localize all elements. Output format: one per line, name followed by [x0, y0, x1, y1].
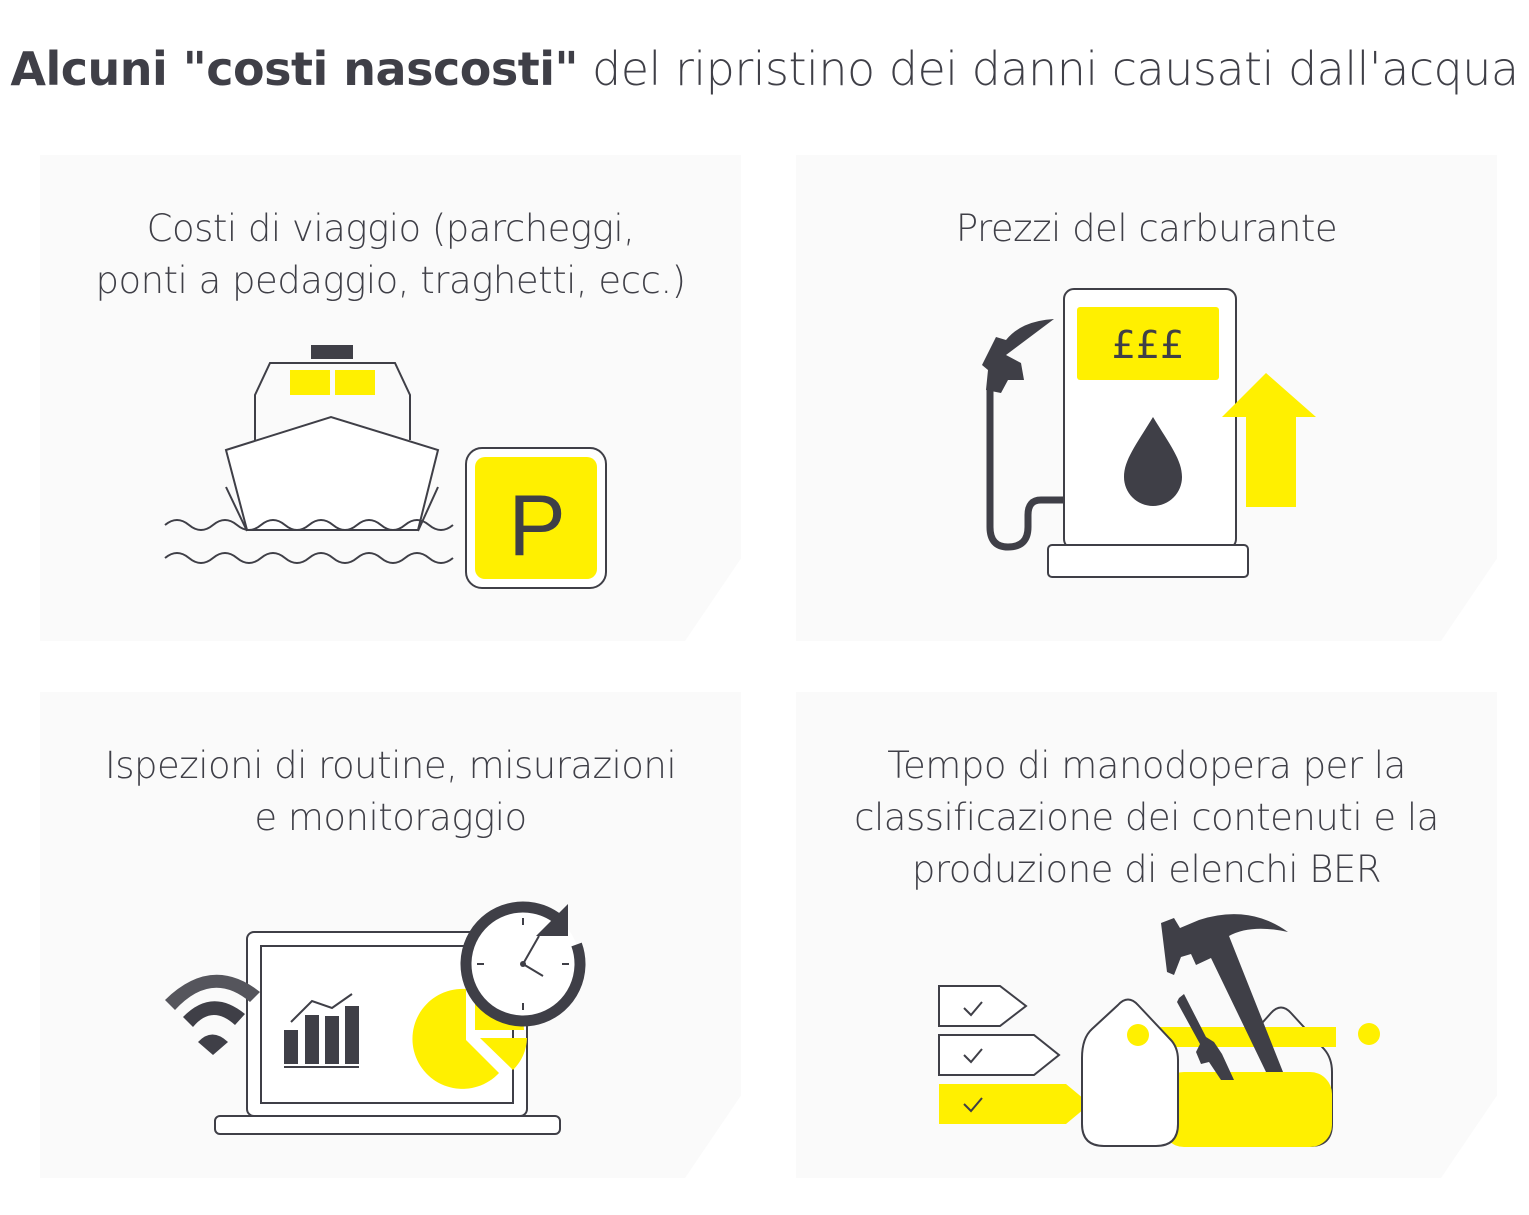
fuel-pump-icon: £££	[982, 288, 1316, 578]
svg-text:P: P	[508, 478, 565, 574]
card-text: Prezzi del carburante	[955, 207, 1338, 250]
ferry-parking-icon: P	[164, 345, 607, 589]
card-text: Costi di viaggio (parcheggi,ponti a peda…	[95, 207, 686, 302]
svg-text:£££: £££	[1112, 323, 1185, 367]
card-travel-costs: Costi di viaggio (parcheggi,ponti a peda…	[40, 155, 741, 641]
page-title: Alcuni "costi nascosti" del ripristino d…	[10, 42, 1519, 96]
laptop-monitoring-icon	[165, 901, 586, 1135]
card-fuel-prices: Prezzi del carburante £££	[796, 155, 1497, 641]
tags-tools-icon	[938, 914, 1380, 1163]
